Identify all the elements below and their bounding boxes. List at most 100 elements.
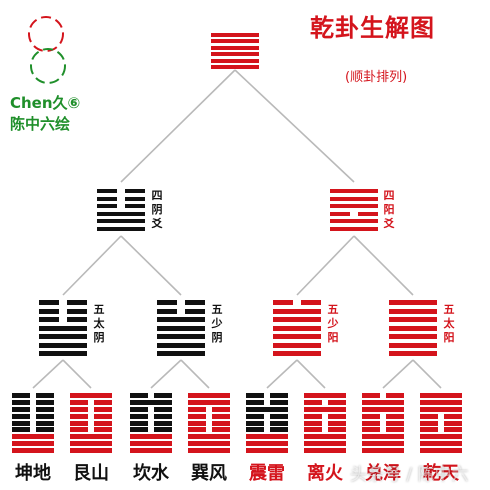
yang-line	[12, 448, 54, 453]
yang-line	[420, 434, 462, 439]
yang-line	[389, 326, 437, 331]
yin-line-right	[300, 300, 321, 305]
yang-line	[304, 448, 346, 453]
yang-line	[273, 334, 321, 339]
connector-line	[150, 359, 182, 389]
yang-line	[39, 343, 87, 348]
dui-lake-label: 兑泽	[365, 463, 401, 484]
yin-line-right	[154, 393, 172, 398]
connector-line	[120, 69, 236, 183]
yin-line-right	[270, 427, 288, 432]
yin-line	[12, 400, 54, 405]
five-taiyang-label: 五太阳	[443, 303, 455, 344]
yin-line	[39, 309, 87, 314]
yin-line-right	[184, 300, 205, 305]
yang-line	[211, 52, 259, 56]
yin-line-left	[130, 407, 148, 412]
yin-line-left	[304, 421, 322, 426]
connector-line	[32, 359, 64, 389]
yang-line	[246, 441, 288, 446]
yang-line	[211, 33, 259, 37]
four-yang-label: 四阳爻	[383, 189, 395, 230]
yang-line	[362, 400, 404, 405]
yin-line	[246, 414, 288, 419]
yang-line	[273, 343, 321, 348]
yin-line	[39, 300, 87, 305]
yin-line	[157, 309, 205, 314]
yin-line-right	[94, 414, 112, 419]
yin-line-left	[304, 427, 322, 432]
yin-line	[130, 414, 172, 419]
yang-line	[330, 197, 378, 201]
connector-line	[382, 359, 414, 389]
yin-line-right	[94, 400, 112, 405]
connector-line	[120, 235, 182, 296]
yin-line-right	[154, 421, 172, 426]
five-shaoyang-hexagram	[273, 300, 321, 356]
yang-line	[130, 434, 172, 439]
yin-line	[70, 427, 112, 432]
yin-line	[246, 421, 288, 426]
yin-line-left	[157, 309, 178, 314]
yin-line-right	[184, 309, 205, 314]
yin-line-left	[70, 407, 88, 412]
yang-line	[273, 326, 321, 331]
yin-line-left	[420, 414, 438, 419]
yin-line-right	[94, 407, 112, 412]
yin-line	[70, 400, 112, 405]
yin-line-right	[94, 421, 112, 426]
yin-line-left	[304, 414, 322, 419]
yin-line-left	[246, 393, 264, 398]
yin-line-left	[130, 427, 148, 432]
yin-line	[304, 427, 346, 432]
yang-line	[39, 326, 87, 331]
yin-line-left	[362, 414, 380, 419]
gen-mountain-label: 艮山	[73, 463, 109, 484]
yang-line	[246, 407, 288, 412]
yang-line	[362, 407, 404, 412]
yang-line	[188, 400, 230, 405]
yang-line	[70, 434, 112, 439]
yin-line-left	[157, 300, 178, 305]
root-qian-hexagram	[211, 33, 259, 69]
yin-line-left	[188, 427, 206, 432]
yin-line	[188, 407, 230, 412]
five-taiyang-hexagram	[389, 300, 437, 356]
logo-text-english: Chen久⑥	[10, 94, 81, 112]
yin-line-right	[270, 414, 288, 419]
yin-line-left	[130, 393, 148, 398]
li-fire-label: 离火	[307, 463, 343, 484]
yang-line	[12, 434, 54, 439]
yin-line	[304, 414, 346, 419]
yin-line-left	[12, 427, 30, 432]
yin-line	[362, 414, 404, 419]
yin-line	[420, 414, 462, 419]
yin-line-right	[212, 421, 230, 426]
five-shaoyang-label: 五少阳	[327, 303, 339, 344]
yin-line-right	[36, 414, 54, 419]
connector-line	[296, 359, 326, 389]
yang-line	[211, 39, 259, 43]
xun-wind-hexagram	[188, 393, 230, 453]
five-shaoyin-label: 五少阴	[211, 303, 223, 344]
yin-line-left	[39, 300, 60, 305]
yang-line	[330, 219, 378, 223]
zhen-thunder-hexagram	[246, 393, 288, 453]
yin-line	[97, 204, 145, 208]
yin-line-right	[212, 414, 230, 419]
yin-line-left	[188, 407, 206, 412]
yin-line-left	[70, 414, 88, 419]
yin-line	[246, 400, 288, 405]
yin-line-left	[420, 427, 438, 432]
yang-line	[389, 300, 437, 305]
yin-line-right	[154, 407, 172, 412]
yang-line	[39, 351, 87, 356]
yin-line	[330, 212, 378, 216]
yin-line	[130, 421, 172, 426]
yin-line-left	[39, 317, 60, 322]
yin-line-right	[36, 407, 54, 412]
kun-earth-label: 坤地	[15, 463, 51, 484]
yin-line-right	[124, 189, 145, 193]
yang-line	[330, 204, 378, 208]
